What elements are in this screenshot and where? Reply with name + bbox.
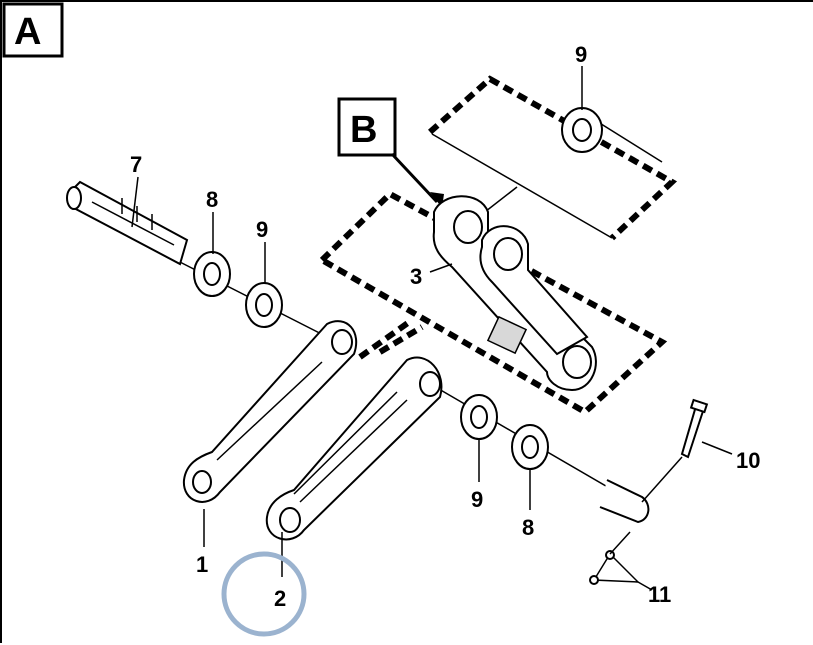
callout-8-right: 8 [522, 515, 534, 540]
detail-frame-small [358, 317, 424, 360]
callout-1: 1 [196, 552, 208, 577]
view-label-box: A [2, 2, 64, 58]
bolt-part-10 [641, 398, 709, 503]
washer-part-8-left [193, 251, 231, 297]
washer-part-9-left [245, 282, 283, 328]
detail-frame-lower [319, 190, 668, 416]
callout-9-left: 9 [256, 217, 268, 242]
leader-lines [131, 66, 733, 591]
bracket-part-3 [432, 195, 597, 392]
callout-8-left: 8 [206, 187, 218, 212]
callout-9-right: 9 [471, 487, 483, 512]
callout-3: 3 [410, 264, 422, 289]
link-arm-part-1 [182, 320, 358, 503]
washer-part-8-right [511, 424, 549, 470]
pin-part-7 [66, 180, 189, 266]
callout-7: 7 [130, 152, 142, 177]
washer-part-9-upper [561, 107, 603, 153]
link-arm-part-2 [265, 356, 443, 541]
callout-labels: 7 8 9 9 3 1 2 9 8 10 11 [130, 42, 760, 611]
highlight-circle [221, 551, 307, 637]
washer-part-9-right [460, 394, 498, 440]
callout-2: 2 [274, 586, 286, 611]
callout-10: 10 [736, 448, 760, 473]
split-pin-part-11 [589, 531, 640, 585]
pin-end-right [599, 479, 650, 524]
callout-9-upper: 9 [575, 42, 587, 67]
detail-label-box: B [337, 97, 444, 208]
callout-11: 11 [648, 582, 671, 607]
view-label-text: A [14, 11, 41, 53]
detail-label-text: B [350, 109, 377, 151]
